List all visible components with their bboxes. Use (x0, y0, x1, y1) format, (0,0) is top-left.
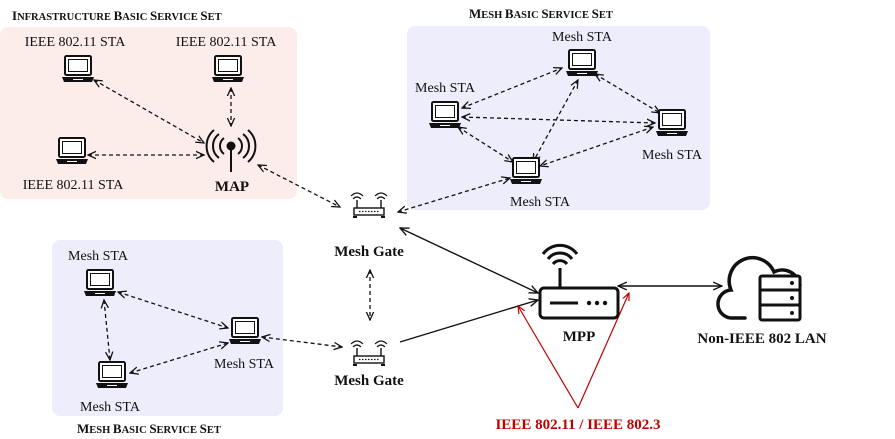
svg-text:Mesh STA: Mesh STA (415, 81, 476, 96)
svg-text:MAP: MAP (215, 179, 249, 195)
mesh-bot-1: Mesh STA (68, 249, 129, 297)
protocol-annotation: IEEE 802.11 / IEEE 802.3 (495, 417, 660, 433)
lan-node: Non-IEEE 802 LAN (697, 255, 827, 347)
sta-infra-1: IEEE 802.11 STA (25, 35, 127, 83)
laptop-icon (61, 55, 95, 83)
svg-text:Mesh STA: Mesh STA (214, 357, 275, 372)
svg-text:IEEE 802.11 STA: IEEE 802.11 STA (23, 178, 125, 193)
link-mesh3-mesh4 (540, 127, 653, 166)
map-node: MAP (205, 129, 257, 195)
laptop-icon (211, 55, 245, 83)
laptop-icon (95, 361, 129, 389)
svg-text:Mesh STA: Mesh STA (68, 249, 129, 264)
access-point-icon (205, 129, 257, 172)
cloud-server-icon (716, 255, 802, 322)
annotation-lines (518, 293, 629, 409)
mesh-top-1: Mesh STA (415, 81, 476, 129)
mesh-gate-1: Mesh Gate (334, 192, 404, 260)
laptop-icon (228, 317, 262, 345)
mesh-bss-bottom-title: MESH BASIC SERVICE SET (77, 421, 221, 436)
wifi-router-icon (538, 243, 620, 320)
laptop-icon (509, 157, 543, 185)
link-sta1-map (94, 80, 204, 143)
router-icon (350, 192, 388, 218)
svg-text:Mesh Gate: Mesh Gate (334, 373, 404, 389)
link-map-gate1 (258, 165, 340, 207)
link-mesh1-mesh2 (462, 68, 562, 108)
link-gate2-mpp (399, 300, 538, 343)
wireless-links (88, 68, 660, 373)
mesh-bot-3: Mesh STA (214, 317, 275, 372)
mesh-top-3: Mesh STA (642, 109, 703, 163)
svg-text:IEEE 802.11 STA: IEEE 802.11 STA (25, 35, 127, 50)
wired-links (399, 228, 722, 343)
infra-bss-region (0, 27, 297, 199)
svg-text:MPP: MPP (563, 329, 595, 345)
mesh-top-2: Mesh STA (552, 30, 613, 77)
mesh-gate-2: Mesh Gate (334, 340, 404, 389)
link-gate1-mpp (400, 228, 538, 293)
svg-text:Non-IEEE 802 LAN: Non-IEEE 802 LAN (697, 331, 826, 347)
laptop-icon (565, 49, 599, 77)
svg-text:Mesh STA: Mesh STA (552, 30, 613, 45)
mpp-node: MPP (538, 243, 620, 345)
mesh-bss-top-title: MESH BASIC SERVICE SET (469, 6, 613, 21)
svg-text:Mesh STA: Mesh STA (642, 148, 703, 163)
sta-infra-3: IEEE 802.11 STA (23, 137, 125, 193)
laptop-icon (428, 101, 462, 129)
link-mbot1-mbot2 (104, 300, 110, 360)
svg-text:Mesh STA: Mesh STA (510, 195, 571, 210)
svg-text:Mesh Gate: Mesh Gate (334, 244, 404, 260)
laptop-icon (55, 137, 89, 165)
mesh-bot-2: Mesh STA (80, 361, 141, 415)
link-mesh1-mesh4 (458, 127, 513, 162)
laptop-icon (83, 269, 117, 297)
link-mbot2-mbot3 (130, 343, 228, 373)
svg-text:Mesh STA: Mesh STA (80, 400, 141, 415)
link-mbot1-mbot3 (118, 292, 228, 328)
infra-bss-title: INFRASTRUCTURE BASIC SERVICE SET (12, 8, 222, 23)
mesh-top-4: Mesh STA (509, 157, 571, 210)
router-icon (350, 340, 388, 366)
link-mesh2-mesh3 (595, 74, 660, 113)
sta-infra-2: IEEE 802.11 STA (176, 35, 278, 83)
link-gate1-mesh4 (398, 178, 510, 212)
laptop-icon (655, 109, 689, 137)
svg-text:IEEE 802.11 STA: IEEE 802.11 STA (176, 35, 278, 50)
